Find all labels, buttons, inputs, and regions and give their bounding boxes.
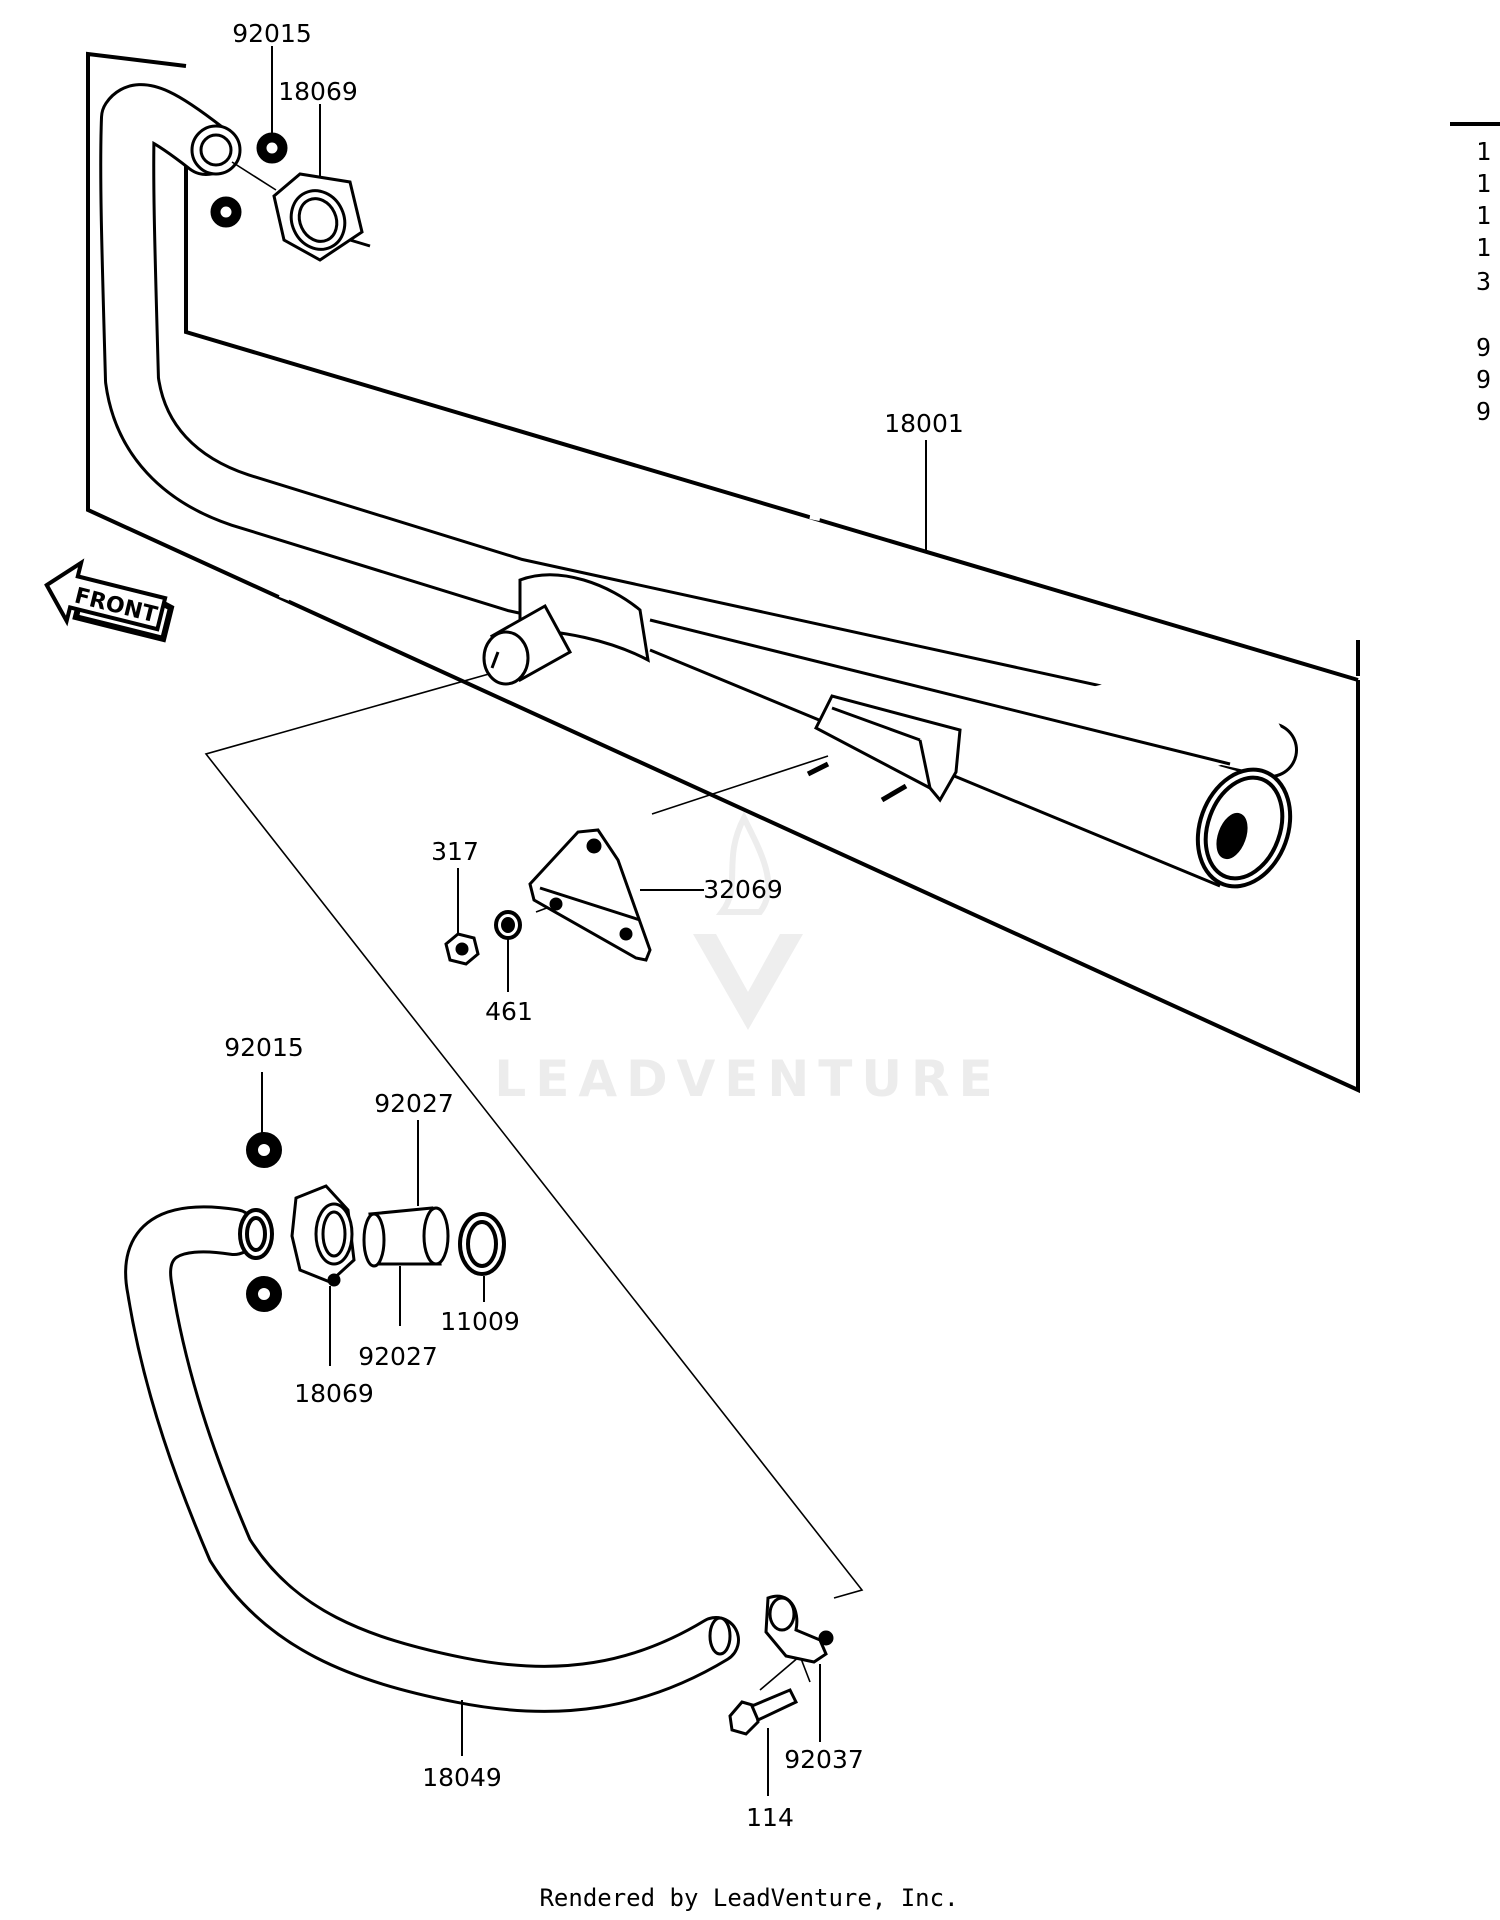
label-114: 114 bbox=[746, 1803, 794, 1832]
label-18049: 18049 bbox=[422, 1763, 502, 1792]
label-461: 461 bbox=[485, 997, 533, 1026]
clamp-assembly bbox=[708, 1594, 834, 1664]
lower-collar-92015 bbox=[238, 1132, 282, 1312]
sleeve-92027 bbox=[362, 1206, 450, 1268]
washer-461 bbox=[494, 910, 522, 940]
label-18001: 18001 bbox=[884, 409, 964, 438]
side-parts-list: 1 1 1 1 3 9 9 9 bbox=[1450, 122, 1500, 426]
muffler-mount-bracket bbox=[806, 694, 962, 803]
label-92015-bottom: 92015 bbox=[224, 1033, 304, 1062]
part-labels: 92015 18069 18001 317 32069 461 92015 92… bbox=[224, 19, 964, 1832]
lower-flange-18069 bbox=[290, 1184, 356, 1287]
side-list-item: 1 bbox=[1476, 169, 1493, 198]
label-18069-top: 18069 bbox=[278, 77, 358, 106]
flange-18069-top bbox=[272, 172, 371, 262]
side-list-item: 1 bbox=[1476, 201, 1493, 230]
outline-tick-marks bbox=[278, 387, 1022, 931]
label-11009: 11009 bbox=[440, 1307, 520, 1336]
label-317: 317 bbox=[431, 837, 479, 866]
reference-lines bbox=[204, 667, 864, 1691]
outlet-stub bbox=[482, 603, 573, 686]
bracket-32069 bbox=[528, 828, 652, 962]
label-32069: 32069 bbox=[703, 875, 783, 904]
leadventure-watermark: LEADVENTURE bbox=[494, 811, 1001, 1108]
watermark-text: LEADVENTURE bbox=[494, 1050, 1001, 1108]
side-list-item: 3 bbox=[1476, 267, 1493, 296]
label-92027-top: 92027 bbox=[374, 1089, 454, 1118]
lower-pipe-18049 bbox=[124, 1205, 740, 1713]
side-list-item: 9 bbox=[1476, 333, 1493, 362]
front-direction-arrow: FRONT bbox=[44, 558, 175, 643]
label-92027-bottom: 92027 bbox=[358, 1342, 438, 1371]
label-18069-bottom: 18069 bbox=[294, 1379, 374, 1408]
watermark-flame-icon bbox=[715, 811, 772, 915]
muffler-end-cap bbox=[1195, 767, 1293, 889]
leader-lines bbox=[261, 46, 927, 1796]
side-list-item: 9 bbox=[1476, 397, 1493, 426]
side-list-item: 1 bbox=[1476, 137, 1493, 166]
side-list-item: 1 bbox=[1476, 233, 1493, 262]
gasket-11009 bbox=[458, 1212, 506, 1276]
bolt-114 bbox=[728, 1688, 799, 1736]
nut-317 bbox=[444, 932, 480, 966]
label-92015-top: 92015 bbox=[232, 19, 312, 48]
collar-92015-top bbox=[190, 124, 288, 228]
side-list-item: 9 bbox=[1476, 365, 1493, 394]
label-92037: 92037 bbox=[784, 1745, 864, 1774]
rendered-by-footer: Rendered by LeadVenture, Inc. bbox=[539, 1884, 958, 1912]
watermark-v-icon bbox=[693, 934, 803, 1030]
